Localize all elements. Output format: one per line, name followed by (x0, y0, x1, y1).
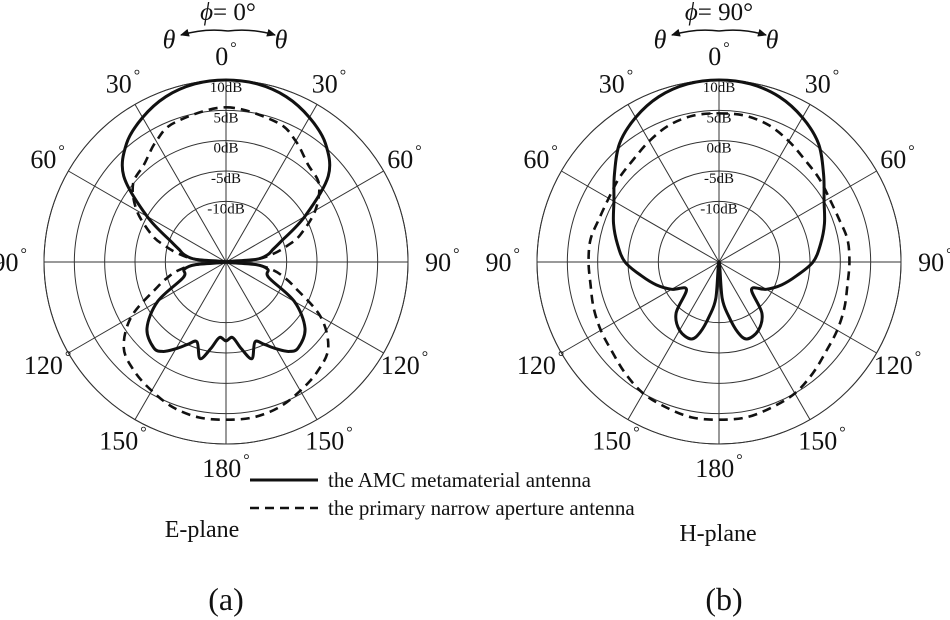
panel-label-a: (a) (208, 581, 244, 617)
angle-tick-label: 30° (599, 68, 633, 99)
ring-label: -5dB (704, 171, 734, 187)
angle-tick-label: 120° (874, 349, 921, 380)
polar-spoke (561, 261, 720, 354)
theta-left-b: θ (654, 25, 667, 54)
arrow-curve-b-right (718, 28, 767, 37)
legend-label-solid: the AMC metamaterial antenna (328, 468, 592, 492)
angle-tick-label: 150° (305, 424, 352, 455)
polar-spoke (225, 104, 318, 263)
ring-label: 0dB (213, 141, 238, 157)
angle-tick-label: 180° (202, 452, 249, 483)
polar-labels-b: 10dB5dB0dB-5dB-10dB0°30°60°90°120°150°18… (485, 40, 950, 483)
series-amc-antenna (611, 78, 827, 341)
angle-tick-label: 90° (485, 246, 519, 277)
phi-symbol-b: ϕ (685, 0, 698, 26)
polar-spoke (134, 261, 227, 420)
phi-label-a: ϕ= 0° (200, 0, 256, 26)
plane-label-e: E-plane (165, 517, 240, 543)
header-e-plane: ϕ= 0° θ θ (163, 0, 288, 54)
polar-spoke (225, 261, 318, 420)
ring-label: -5dB (211, 171, 241, 187)
angle-tick-label: 180° (695, 452, 742, 483)
angle-tick-label: 30° (312, 68, 346, 99)
angle-tick-label: 0° (215, 40, 236, 71)
angle-tick-label: 120° (24, 349, 71, 380)
polar-spoke (718, 261, 811, 420)
angle-tick-label: 60° (387, 143, 421, 174)
polar-spoke (68, 261, 227, 354)
ring-label: -10dB (700, 201, 738, 217)
angle-tick-label: 30° (805, 68, 839, 99)
series-primary-antenna (587, 112, 851, 422)
polar-spoke (718, 170, 877, 263)
series-amc-antenna (120, 78, 332, 361)
polar-spoke (718, 104, 811, 263)
arrow-curve-a-right (227, 28, 276, 37)
angle-tick-label: 90° (918, 246, 950, 277)
ring-label: 0dB (706, 141, 731, 157)
theta-right-b: θ (766, 25, 779, 54)
angle-tick-label: 150° (592, 424, 639, 455)
ring-label: 10dB (703, 80, 736, 96)
polar-spoke (134, 104, 227, 263)
ring-label: 10dB (210, 80, 243, 96)
phi-symbol-a: ϕ (200, 0, 213, 26)
polar-spoke (561, 170, 720, 263)
polar-spoke (627, 104, 720, 263)
phi-value-b: = 90° (698, 0, 753, 26)
theta-right-a: θ (275, 25, 288, 54)
angle-tick-label: 30° (106, 68, 140, 99)
angle-tick-label: 90° (0, 246, 27, 277)
arrow-curve-a (180, 28, 229, 37)
plane-label-h: H-plane (679, 521, 756, 547)
polar-spoke (718, 261, 877, 354)
angle-tick-label: 60° (523, 143, 557, 174)
angle-tick-label: 120° (381, 349, 428, 380)
angle-tick-label: 150° (798, 424, 845, 455)
polar-chart-h-plane: 10dB5dB0dB-5dB-10dB0°30°60°90°120°150°18… (485, 40, 950, 483)
phi-label-b: ϕ= 90° (685, 0, 753, 26)
angle-tick-label: 90° (425, 246, 459, 277)
legend: the AMC metamaterial antenna the primary… (250, 468, 635, 520)
angle-tick-label: 60° (880, 143, 914, 174)
panel-label-b: (b) (705, 581, 742, 617)
angle-tick-label: 150° (99, 424, 146, 455)
angle-tick-label: 0° (708, 40, 729, 71)
polar-labels-a: 10dB 5dB 0dB -5dB -10dB 0° 30° 60° 90° 120° 150° 18… (0, 40, 460, 483)
angle-tick-label: 60° (30, 143, 64, 174)
polar-spoke (627, 261, 720, 420)
legend-label-dashed: the primary narrow aperture antenna (328, 496, 635, 520)
polar-curves-a (120, 78, 332, 422)
theta-left-a: θ (163, 25, 176, 54)
angle-tick-label: 120° (517, 349, 564, 380)
ring-label: 5dB (213, 110, 238, 126)
polar-spoke (225, 261, 384, 354)
header-h-plane: ϕ= 90° θ θ (654, 0, 779, 54)
arrow-curve-b (671, 28, 720, 37)
phi-value-a: = 0° (213, 0, 256, 26)
polar-chart-e-plane: 10dB 5dB 0dB -5dB -10dB 0° 30° 60° 90° 120° 150° 18… (0, 40, 460, 483)
polar-curves-b (587, 78, 851, 422)
series-primary-antenna (122, 106, 330, 422)
ring-label: -10dB (207, 201, 245, 217)
